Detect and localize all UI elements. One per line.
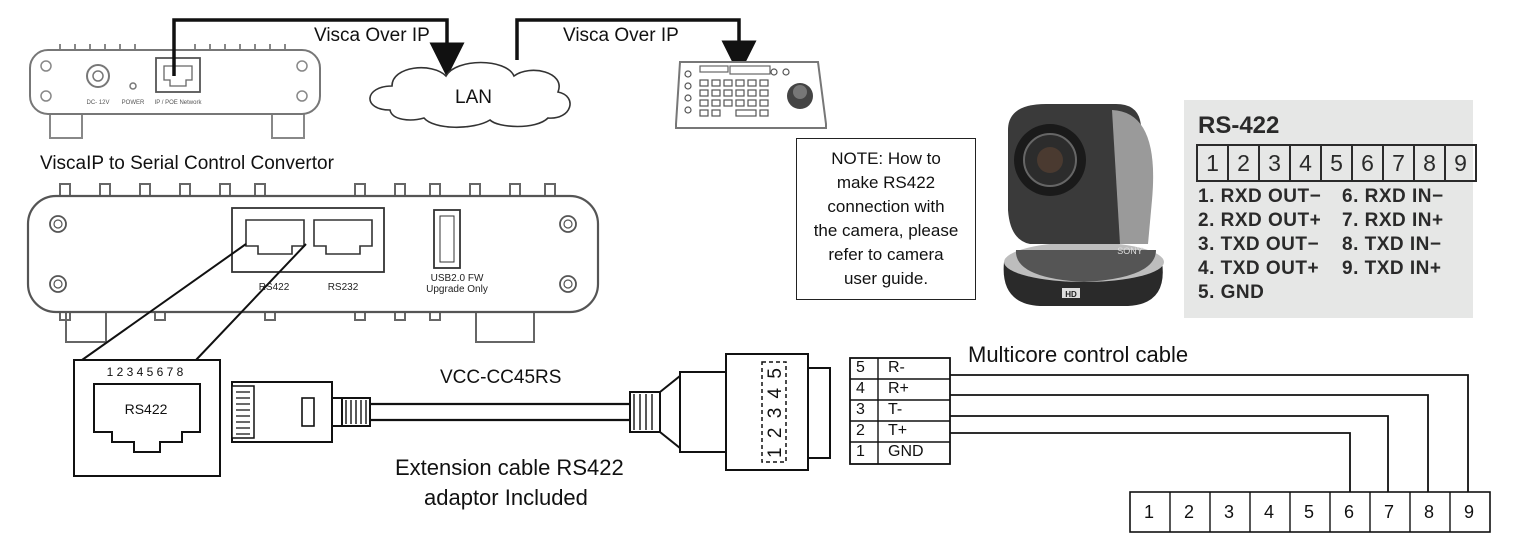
rs422-def: 8. TXD IN− <box>1342 234 1442 255</box>
rs422-pin: 5 <box>1322 146 1353 180</box>
camera-pin-strip <box>1129 491 1491 533</box>
ptz-keyboard-controller <box>675 61 827 129</box>
rs422-def: 1. RXD OUT− <box>1198 186 1322 207</box>
lan-cloud-icon <box>369 61 571 129</box>
rs232-port-icon <box>313 219 373 255</box>
terminal-signal: T- <box>888 401 903 418</box>
rs422-def: 2. RXD OUT+ <box>1198 210 1322 231</box>
rs422-def: 4. TXD OUT+ <box>1198 258 1320 279</box>
converter-title: ViscaIP to Serial Control Convertor <box>40 153 334 174</box>
rs422-note: NOTE: How to make RS422 connection with … <box>796 138 976 300</box>
rs422-pin-row: 1 2 3 4 5 6 7 8 9 <box>1196 144 1477 182</box>
rs422-pin: 6 <box>1353 146 1384 180</box>
terminal-num: 1 <box>856 443 865 460</box>
rs422-pin: 1 <box>1198 146 1229 180</box>
camera-pin: 2 <box>1184 502 1195 522</box>
terminal-signal: GND <box>888 443 924 460</box>
rs422-pin: 2 <box>1229 146 1260 180</box>
rs422-pin: 4 <box>1291 146 1322 180</box>
terminal-num: 2 <box>856 422 865 439</box>
camera-hd-badge: HD <box>1065 290 1077 299</box>
rs422-def: 6. RXD IN− <box>1342 186 1444 207</box>
usb-port-icon <box>433 209 461 269</box>
network-device: DC- 12V POWER IP / POE Network <box>29 44 321 139</box>
multicore-wires <box>950 374 1469 492</box>
dc-label: DC- 12V <box>86 100 109 106</box>
rs422-pin: 3 <box>1260 146 1291 180</box>
adaptor-included-label: adaptor Included <box>424 485 588 510</box>
terminal-signal: T+ <box>888 422 908 439</box>
extension-cable-label: Extension cable RS422 <box>395 455 624 480</box>
rs232-port-label: RS232 <box>328 282 359 293</box>
network-port-icon <box>155 57 201 93</box>
rs422-def: 7. RXD IN+ <box>1342 210 1444 231</box>
rs422-pin: 7 <box>1384 146 1415 180</box>
terminal-signal: R+ <box>888 380 909 397</box>
multicore-cable-label: Multicore control cable <box>968 342 1189 367</box>
usb-upgrade-label: Upgrade Only <box>426 284 488 295</box>
visca-over-ip-label-left: Visca Over IP <box>314 25 430 46</box>
lan-label: LAN <box>455 87 492 108</box>
camera-pin: 8 <box>1424 502 1435 522</box>
rs422-title: RS-422 <box>1198 112 1280 139</box>
camera-pin: 5 <box>1304 502 1315 522</box>
usb-label: USB2.0 FW <box>431 273 484 284</box>
terminal-block <box>849 357 951 465</box>
rs422-def: 5. GND <box>1198 282 1265 303</box>
camera-pin: 4 <box>1264 502 1275 522</box>
rs422-def: 9. TXD IN+ <box>1342 258 1442 279</box>
hd-badge <box>1062 288 1080 298</box>
rs422-port-icon <box>245 219 305 255</box>
power-label: POWER <box>122 100 145 106</box>
rs422-def: 3. TXD OUT− <box>1198 234 1320 255</box>
camera-pin: 9 <box>1464 502 1475 522</box>
camera-brand: SONY <box>1117 246 1143 256</box>
rj45-label: RS422 <box>125 401 168 417</box>
cable-model-label: VCC-CC45RS <box>440 367 562 388</box>
vcc-cc45rs-cable: 1 2 3 4 5 <box>231 353 831 471</box>
rs422-pinout-label: RS-422 1 2 3 4 5 6 7 8 9 1. RXD OUT− 2. … <box>1184 100 1477 318</box>
terminal-num: 5 <box>856 359 865 376</box>
rs422-pin: 9 <box>1454 149 1467 176</box>
rs422-pin: 8 <box>1415 146 1446 180</box>
terminal-num: 4 <box>856 380 865 397</box>
rj45-pin-numbers: 1 2 3 4 5 6 7 8 <box>107 365 184 379</box>
rj45-closeup: 1 2 3 4 5 6 7 8 RS422 <box>73 243 307 477</box>
camera-pin: 6 <box>1344 502 1355 522</box>
camera-pin: 3 <box>1224 502 1235 522</box>
rs422-port-label: RS422 <box>259 282 290 293</box>
adapter-pin-numbers: 1 2 3 4 5 <box>765 366 786 458</box>
viscaip-serial-converter: RS422 RS232 USB2.0 FW Upgrade Only <box>26 183 600 343</box>
camera-pin: 1 <box>1144 502 1155 522</box>
ptz-camera: HD SONY <box>1003 104 1164 306</box>
visca-over-ip-label-right: Visca Over IP <box>563 25 679 46</box>
power-led-icon <box>129 82 137 90</box>
camera-pin: 7 <box>1384 502 1395 522</box>
terminal-signal: R- <box>888 359 905 376</box>
dc-jack-icon <box>86 64 110 88</box>
visca-link-lines <box>172 18 757 78</box>
terminal-num: 3 <box>856 401 865 418</box>
network-label: IP / POE Network <box>155 100 203 106</box>
